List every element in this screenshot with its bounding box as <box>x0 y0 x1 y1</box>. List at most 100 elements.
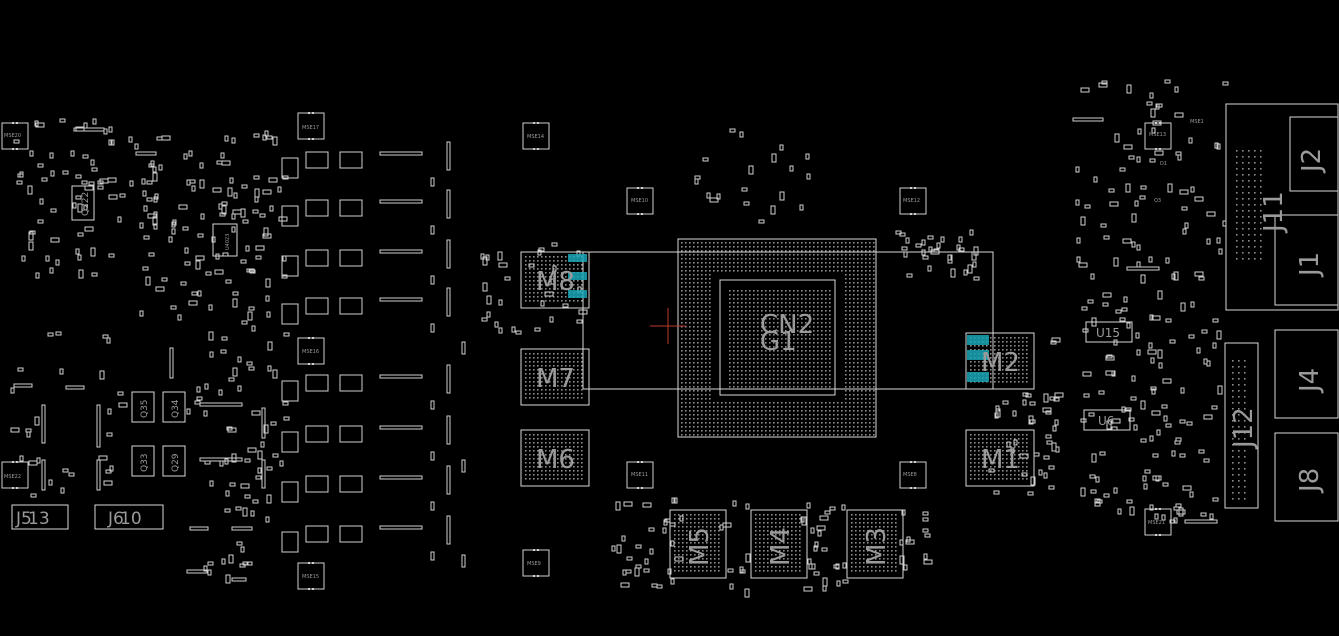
m4-outline[interactable] <box>750 509 808 579</box>
bga-ball <box>681 270 683 272</box>
connector-pin <box>1244 432 1246 434</box>
cn2-bga-outline[interactable] <box>677 238 877 438</box>
bga-ball <box>741 318 743 320</box>
memory-ball <box>561 361 563 363</box>
label-j1: J1 <box>1295 252 1325 278</box>
bga-ball <box>693 322 695 324</box>
memory-ball <box>557 365 559 367</box>
memory-ball <box>565 268 567 270</box>
bga-ball <box>833 422 835 424</box>
m5-outline[interactable] <box>669 509 727 579</box>
j1-outline[interactable] <box>1274 214 1339 306</box>
m6-outline[interactable] <box>520 429 590 487</box>
memory-ball <box>545 478 547 480</box>
memory-ball <box>573 397 575 399</box>
j8-outline[interactable] <box>1274 432 1339 522</box>
smd-pad <box>99 370 105 380</box>
j6-outline[interactable] <box>94 504 164 530</box>
label-q33: Q33 <box>140 453 150 472</box>
bga-ball <box>809 374 811 376</box>
bga-ball <box>693 250 695 252</box>
bga-ball <box>797 358 799 360</box>
bga-ball <box>761 294 763 296</box>
q29-outline[interactable] <box>162 445 186 477</box>
memory-ball <box>795 570 797 572</box>
smd-pad <box>1123 296 1128 303</box>
j4-outline[interactable] <box>1274 329 1339 419</box>
memory-ball <box>887 542 889 544</box>
bga-ball <box>749 322 751 324</box>
bga-ball <box>685 346 687 348</box>
bga-ball <box>737 294 739 296</box>
bga-ball <box>761 406 763 408</box>
smd-pad <box>277 186 282 193</box>
smd-pad <box>90 247 96 257</box>
memory-ball <box>537 357 539 359</box>
q33-outline[interactable] <box>131 445 155 477</box>
m2-outline[interactable] <box>965 332 1035 390</box>
j12-outline[interactable] <box>1224 342 1259 509</box>
memory-ball <box>561 434 563 436</box>
memory-ball <box>545 454 547 456</box>
bga-ball <box>737 382 739 384</box>
m8-outline[interactable] <box>520 251 590 309</box>
connector-pin <box>1242 192 1244 194</box>
smd-pad <box>1105 355 1115 361</box>
bga-ball <box>709 338 711 340</box>
m7-outline[interactable] <box>520 348 590 406</box>
memory-ball <box>1010 478 1012 480</box>
smd-pad <box>446 364 451 394</box>
u6-outline[interactable] <box>1083 409 1131 431</box>
memory-ball <box>565 284 567 286</box>
bga-ball <box>781 246 783 248</box>
memory-ball <box>537 474 539 476</box>
q34-outline[interactable] <box>162 391 186 423</box>
memory-ball <box>759 514 761 516</box>
memory-ball <box>581 393 583 395</box>
j5-outline[interactable] <box>11 504 69 530</box>
memory-ball <box>859 554 861 556</box>
memory-ball <box>1010 454 1012 456</box>
m1-outline[interactable] <box>965 429 1035 487</box>
bga-ball <box>817 414 819 416</box>
bga-ball <box>741 406 743 408</box>
smd-pad <box>973 276 980 281</box>
bga-ball <box>813 406 815 408</box>
memory-ball <box>573 438 575 440</box>
m3-outline[interactable] <box>846 509 904 579</box>
u4-outline[interactable] <box>212 223 238 257</box>
memory-ball <box>851 558 853 560</box>
memory-ball <box>702 526 704 528</box>
bga-ball <box>781 426 783 428</box>
memory-ball <box>791 558 793 560</box>
bga-ball <box>837 414 839 416</box>
smd-pad <box>1142 475 1147 482</box>
memory-ball <box>553 296 555 298</box>
bga-ball <box>741 430 743 432</box>
bga-ball <box>749 330 751 332</box>
q222-outline[interactable] <box>71 185 95 221</box>
bga-ball <box>785 366 787 368</box>
memory-ball <box>553 389 555 391</box>
bga-ball <box>805 266 807 268</box>
smd-pad <box>188 150 193 157</box>
bga-ball <box>805 350 807 352</box>
smd-pad <box>1128 417 1135 422</box>
bga-ball <box>805 246 807 248</box>
bga-ball <box>697 266 699 268</box>
memory-ball <box>553 381 555 383</box>
smd-pad <box>504 276 511 281</box>
bga-ball <box>817 370 819 372</box>
memory-ball <box>875 566 877 568</box>
bga-ball <box>773 354 775 356</box>
j2-outline[interactable] <box>1289 116 1339 192</box>
bga-ball <box>825 422 827 424</box>
memory-ball <box>710 546 712 548</box>
bga-ball <box>825 418 827 420</box>
memory-ball <box>863 558 865 560</box>
j11-outline[interactable] <box>1225 103 1339 311</box>
u15-outline[interactable] <box>1085 321 1133 343</box>
q35-outline[interactable] <box>131 391 155 423</box>
memory-ball <box>573 381 575 383</box>
